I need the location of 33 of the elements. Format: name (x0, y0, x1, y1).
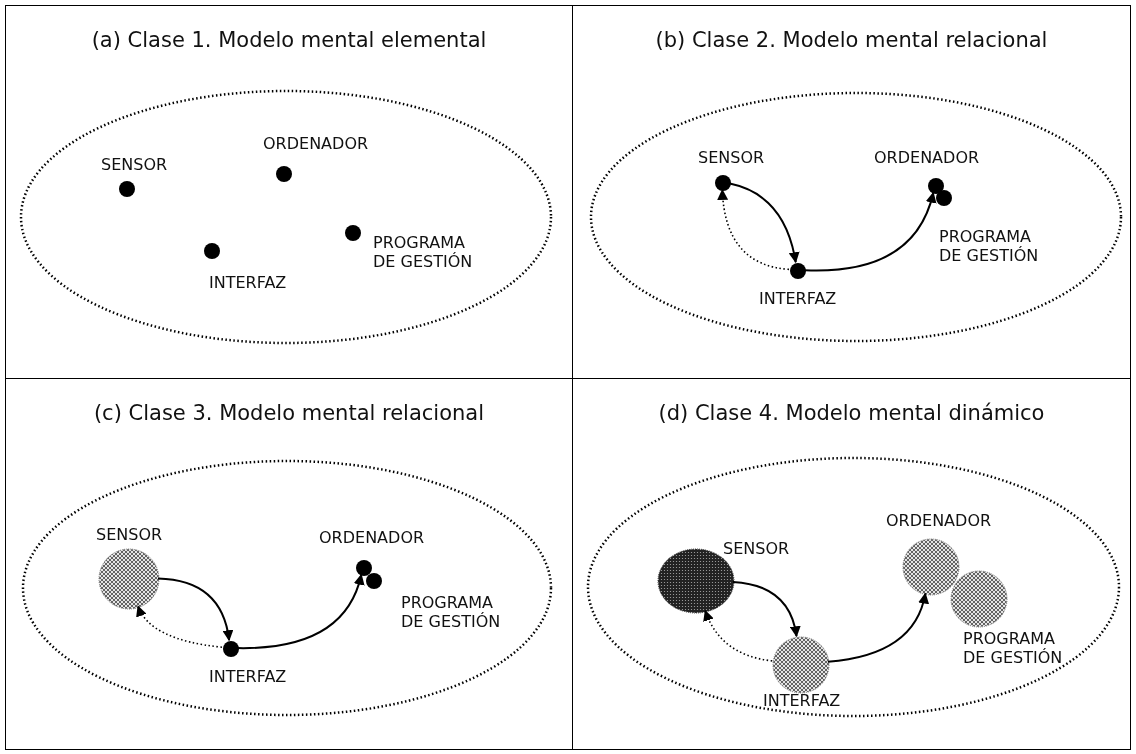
panel (572, 378, 1131, 750)
node-label: INTERFAZ (209, 273, 287, 292)
arrow (731, 581, 801, 638)
node-label: INTERFAZ (759, 289, 837, 308)
arrow (703, 609, 773, 662)
node-label: PROGRAMA DE GESTIÓN (939, 227, 1040, 265)
panel (572, 5, 1131, 379)
panel-title: (d) Clase 4. Modelo mental dinámico (658, 401, 1045, 425)
node-label: INTERFAZ (763, 691, 841, 710)
node-label: ORDENADOR (886, 511, 992, 530)
node-label: PROGRAMA DE GESTIÓN (963, 629, 1064, 667)
node-label: ORDENADOR (874, 148, 980, 167)
panel (5, 378, 573, 750)
node-label: SENSOR (101, 155, 168, 174)
arrow (717, 188, 790, 271)
arrow (804, 191, 936, 272)
arrow (826, 592, 929, 663)
node-label: SENSOR (698, 148, 765, 167)
node-label: SENSOR (723, 539, 790, 558)
panel (5, 5, 573, 379)
node-label: PROGRAMA DE GESTIÓN (373, 233, 474, 271)
panel-title: (b) Clase 2. Modelo mental relacional (655, 28, 1048, 52)
node-label: PROGRAMA DE GESTIÓN (401, 593, 502, 631)
node-label: ORDENADOR (263, 134, 369, 153)
arrow (728, 182, 800, 264)
node-label: ORDENADOR (319, 528, 425, 547)
panel-title: (a) Clase 1. Modelo mental elemental (91, 28, 487, 52)
panel-title: (c) Clase 3. Modelo mental relacional (93, 401, 485, 425)
arrow (237, 573, 364, 650)
node-label: SENSOR (96, 525, 163, 544)
node-label: INTERFAZ (209, 667, 287, 686)
arrow (157, 577, 233, 642)
arrow (137, 605, 223, 648)
